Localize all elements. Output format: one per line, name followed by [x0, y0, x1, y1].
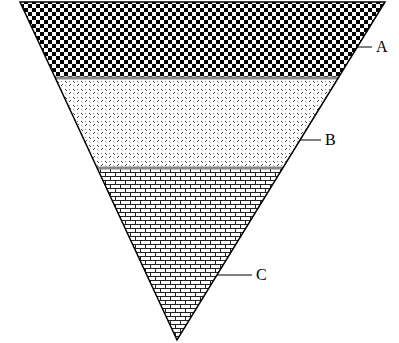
- leader-line: [300, 140, 321, 141]
- leader-line: [217, 275, 252, 276]
- triangle-outline: [20, 2, 385, 340]
- part-label: A: [376, 38, 388, 56]
- layer-b: [55, 78, 338, 168]
- layer-boundary: [55, 77, 338, 80]
- layer-c: [97, 168, 283, 340]
- part-label: C: [256, 266, 267, 284]
- layer-a: [20, 2, 385, 78]
- leader-line: [357, 47, 372, 48]
- layer-boundary: [97, 167, 283, 170]
- part-label: B: [325, 131, 336, 149]
